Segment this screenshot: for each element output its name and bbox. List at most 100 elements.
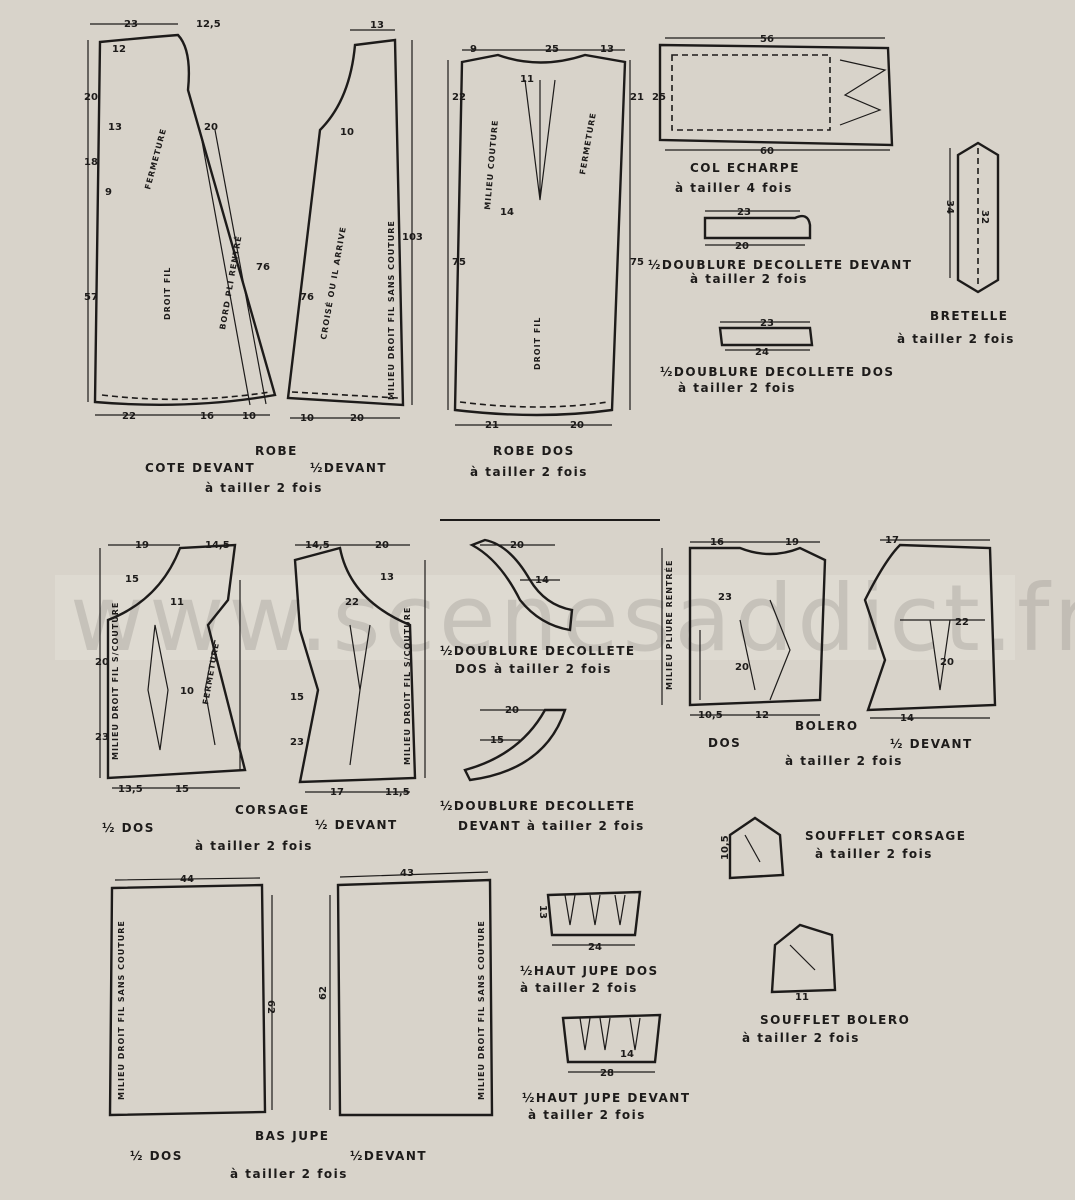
grain-line-label: CROISÉ OU IL ARRIVE: [317, 225, 348, 340]
haut-jupe-devant-cut: à tailler 2 fois: [528, 1108, 646, 1122]
corsage-demi-devant-label: ½ DEVANT: [315, 818, 398, 832]
dim-label: 32: [979, 210, 990, 224]
dim-label: 28: [600, 1068, 614, 1079]
bolero-devant-piece: 17 22 20 14: [863, 535, 997, 724]
soufflet-corsage-title: SOUFFLET CORSAGE: [805, 829, 966, 843]
haut-jupe-dos-title: ½HAUT JUPE DOS: [520, 964, 659, 978]
dim-label: 15: [290, 692, 304, 703]
robe-dos-piece: 9 25 13 22 11 21 14 75 75 21 20 MILIEU C…: [447, 44, 644, 431]
dim-label: 16: [710, 537, 724, 548]
doublure-decollete-dos-cut: DOS à tailler 2 fois: [455, 662, 612, 676]
dim-label: 21: [485, 420, 499, 431]
bolero-title: BOLERO: [795, 719, 859, 733]
dim-label: 20: [735, 662, 749, 673]
haut-jupe-dos-piece: 24 13: [537, 890, 642, 953]
dim-label: 15: [490, 735, 504, 746]
closure-label: FERMETURE: [143, 127, 168, 190]
dim-label: 21: [630, 92, 644, 103]
corsage-devant-piece: 14,5 20 13 22 15 23 17 11,5 MILIEU DROIT…: [290, 540, 426, 798]
doublure-dos-top-title: ½DOUBLURE DECOLLETE DOS: [660, 365, 895, 379]
bas-jupe-cut-instruction: à tailler 2 fois: [230, 1167, 348, 1181]
dim-label: 23: [124, 19, 138, 30]
dim-label: 19: [135, 540, 149, 551]
dim-label: 11,5: [385, 787, 410, 798]
dim-label: 57: [84, 292, 98, 303]
doublure-devant-top-title: ½DOUBLURE DECOLLETE DEVANT: [648, 258, 912, 272]
grain-line-label: DROIT FIL: [533, 317, 542, 370]
bretelle-cut-instruction: à tailler 2 fois: [897, 332, 1015, 346]
dim-label: 10: [300, 413, 314, 424]
watermark: www.scenesaddict.fr: [70, 565, 1075, 672]
dim-label: 23: [760, 318, 774, 329]
col-echarpe-title: COL ECHARPE: [690, 161, 800, 175]
haut-jupe-devant-piece: 28 14: [561, 1013, 662, 1079]
dim-label: 12: [112, 44, 126, 55]
dim-label: 25: [545, 44, 559, 55]
dim-label: 62: [318, 986, 329, 1000]
dim-label: 25: [652, 92, 666, 103]
soufflet-corsage-cut: à tailler 2 fois: [815, 847, 933, 861]
soufflet-corsage-piece: 10,5: [720, 816, 785, 880]
soufflet-bolero-piece: 11: [770, 923, 837, 1003]
haut-jupe-devant-title: ½HAUT JUPE DEVANT: [522, 1091, 691, 1105]
bolero-demi-devant-label: ½ DEVANT: [890, 737, 973, 751]
dim-label: 22: [122, 411, 136, 422]
doublure-decollete-devant-top-piece: 23 20: [703, 207, 812, 252]
dim-label: 62: [265, 1000, 276, 1014]
bolero-dos-label: DOS: [708, 736, 741, 750]
bas-jupe-demi-dos-label: ½ DOS: [130, 1149, 183, 1163]
dim-label: 76: [300, 292, 314, 303]
closure-label: FERMETURE: [578, 112, 598, 176]
dim-label: 103: [402, 232, 423, 243]
doublure-dos-top-cut: à tailler 2 fois: [678, 381, 796, 395]
dim-label: 56: [760, 34, 774, 45]
corsage-title: CORSAGE: [235, 803, 310, 817]
dim-label: 60: [760, 146, 774, 157]
dim-label: 14,5: [305, 540, 330, 551]
dim-label: 15: [175, 784, 189, 795]
dim-label: 14: [900, 713, 914, 724]
dim-label: 23: [95, 732, 109, 743]
robe-cut-instruction: à tailler 2 fois: [205, 481, 323, 495]
bas-jupe-dos-piece: 44 62 MILIEU DROIT FIL SANS COUTURE: [108, 874, 276, 1117]
col-echarpe-cut-instruction: à tailler 4 fois: [675, 181, 793, 195]
dim-label: 34: [944, 200, 955, 214]
dim-label: 10: [340, 127, 354, 138]
center-front-label: MILIEU DROIT FIL SANS COUTURE: [387, 220, 396, 400]
dim-label: 20: [570, 420, 584, 431]
dim-label: 44: [180, 874, 194, 885]
doublure-decollete-devant-title: ½DOUBLURE DECOLLETE: [440, 799, 636, 813]
dim-label: 76: [256, 262, 270, 273]
grain-line-label: DROIT FIL: [163, 267, 172, 320]
dim-label: 20: [204, 122, 218, 133]
bas-jupe-title: BAS JUPE: [255, 1129, 329, 1143]
corsage-demi-dos-label: ½ DOS: [102, 821, 155, 835]
bas-jupe-demi-devant-label: ½DEVANT: [350, 1149, 427, 1163]
dim-label: 23: [718, 592, 732, 603]
dim-label: 13: [370, 20, 384, 31]
haut-jupe-dos-cut: à tailler 2 fois: [520, 981, 638, 995]
dim-label: 10: [180, 686, 194, 697]
center-back-label: MILIEU PLIURE RENTRÉE: [663, 560, 674, 690]
center-back-label: MILIEU DROIT FIL S/COUTURE: [111, 602, 120, 760]
dim-label: 10,5: [720, 835, 731, 860]
dim-label: 14: [620, 1049, 634, 1060]
bolero-cut-instruction: à tailler 2 fois: [785, 754, 903, 768]
dim-label: 22: [452, 92, 466, 103]
doublure-decollete-dos-title: ½DOUBLURE DECOLLETE: [440, 644, 636, 658]
dim-label: 20: [505, 705, 519, 716]
bas-jupe-devant-piece: 43 62 MILIEU DROIT FIL SANS COUTURE: [318, 868, 494, 1117]
dim-label: 43: [400, 868, 414, 879]
fold-label: BORD PLI RENTRÉ: [216, 234, 243, 330]
dim-label: 10,5: [698, 710, 723, 721]
dim-label: 11: [520, 74, 534, 85]
dim-label: 24: [588, 942, 602, 953]
center-back-label: MILIEU COUTURE: [483, 119, 500, 210]
dim-label: 23: [737, 207, 751, 218]
dim-label: 20: [375, 540, 389, 551]
dim-label: 13: [537, 905, 548, 919]
soufflet-bolero-cut: à tailler 2 fois: [742, 1031, 860, 1045]
robe-dos-title: ROBE DOS: [493, 444, 575, 458]
bolero-dos-piece: 16 19 23 20 10,5 12 MILIEU PLIURE RENTRÉ…: [661, 537, 827, 721]
robe-dos-cut-instruction: à tailler 2 fois: [470, 465, 588, 479]
